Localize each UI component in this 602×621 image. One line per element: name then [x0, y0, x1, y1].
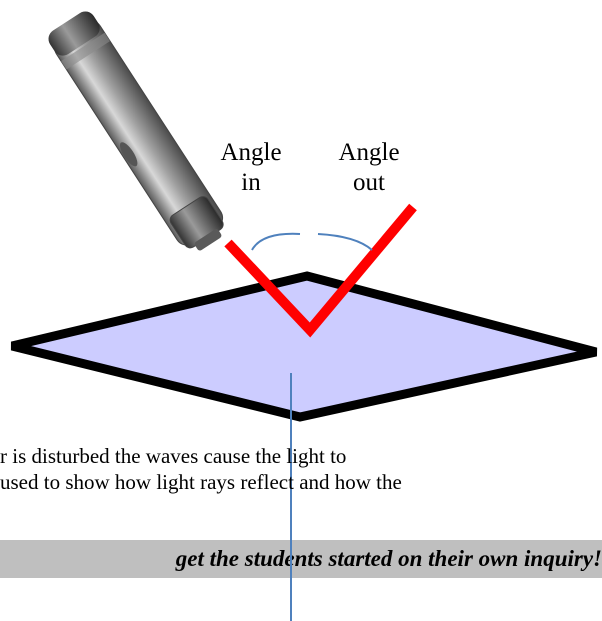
- normal-line-overlay: [0, 0, 602, 621]
